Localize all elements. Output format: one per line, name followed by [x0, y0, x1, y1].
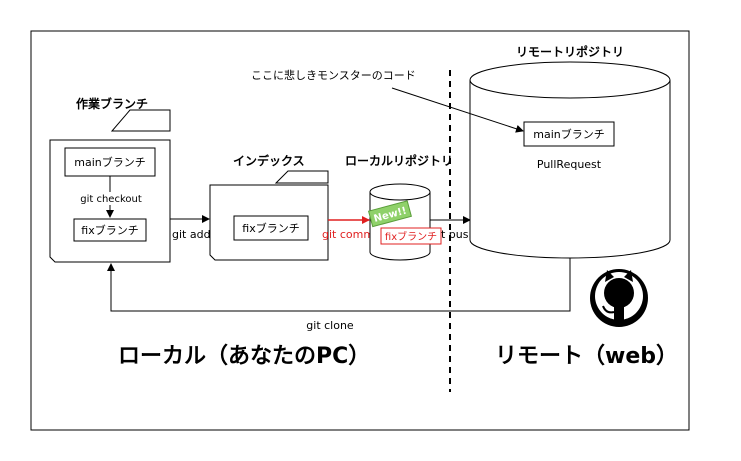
git-clone-arrow: [107, 258, 571, 312]
local-repo-label: ローカルリポジトリ: [345, 153, 453, 168]
fix-branch-index-label: fixブランチ: [242, 221, 299, 235]
fix-branch-repo-box: [380, 227, 442, 245]
annotation-label: ここに悲しきモンスターのコード: [251, 68, 416, 82]
index-label: インデックス: [233, 153, 305, 168]
fix-branch-local-label: fixブランチ: [81, 223, 138, 237]
index-tab: [274, 170, 329, 184]
pull-request-label: PullRequest: [537, 158, 602, 171]
git-checkout-label: git checkout: [80, 194, 142, 205]
new-badge: New!!: [367, 200, 412, 228]
local-section-title: ローカル（あなたのPC）: [118, 344, 370, 369]
git-add-label: git add: [172, 228, 211, 241]
annotation-arrow: [391, 87, 524, 133]
fix-branch-index-box: [233, 215, 309, 241]
remote-repo-label: リモートリポジトリ: [516, 44, 624, 59]
working-branch-tab: [110, 109, 171, 132]
remote-section-title: リモート（web）: [495, 344, 678, 369]
working-branch-label: 作業ブランチ: [76, 96, 148, 111]
main-branch-local-label: mainブランチ: [74, 155, 145, 169]
main-branch-remote-label: mainブランチ: [533, 127, 604, 141]
main-branch-remote-box: [523, 121, 615, 147]
github-icon: [590, 269, 648, 327]
git-clone-label: git clone: [306, 319, 354, 332]
checkout-label-bg: [80, 192, 144, 205]
git-commit-label: git commit: [322, 228, 382, 241]
fix-branch-repo-label: fixブランチ: [385, 230, 437, 243]
remote-repo-cylinder: [469, 61, 671, 259]
fix-branch-local-box: [73, 218, 147, 242]
